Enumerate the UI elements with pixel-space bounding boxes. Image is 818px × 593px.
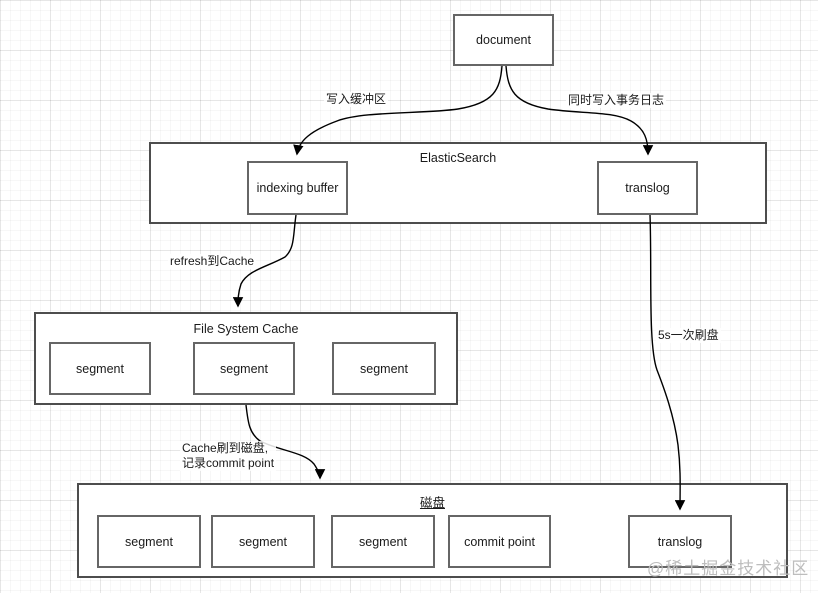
disk-title: 磁盘: [419, 496, 445, 510]
elasticsearch-title: ElasticSearch: [419, 151, 497, 165]
file-system-cache-title: File System Cache: [193, 322, 299, 336]
edge-document-to-translog: [505, 65, 654, 156]
node-commit-point: commit point: [448, 515, 551, 568]
edge-document-to-indexing-buffer: [293, 65, 503, 156]
node-translog-disk: translog: [628, 515, 732, 568]
node-cache-segment-1: segment: [49, 342, 151, 395]
node-translog-elasticsearch: translog: [597, 161, 698, 215]
edge-translog-to-disk-translog: [649, 214, 686, 511]
node-document: document: [453, 14, 554, 66]
node-cache-segment-2: segment: [193, 342, 295, 395]
edge-label-refresh-cache: refresh到Cache: [168, 254, 257, 269]
edge-label-flush-disk-line1: Cache刷到磁盘,: [182, 441, 269, 455]
node-cache-segment-3: segment: [332, 342, 436, 395]
node-indexing-buffer: indexing buffer: [247, 161, 348, 215]
edge-label-translog-flush: 5s一次刷盘: [656, 328, 721, 343]
edge-label-flush-disk: Cache刷到磁盘, 记录commit point: [180, 441, 277, 471]
watermark: @稀土掘金技术社区: [647, 559, 810, 578]
edge-label-write-buffer: 写入缓冲区: [324, 92, 389, 107]
edge-label-write-translog: 同时写入事务日志: [566, 93, 667, 108]
node-disk-segment-3: segment: [331, 515, 435, 568]
edge-label-flush-disk-line2: 记录commit point: [182, 456, 275, 470]
node-disk-segment-1: segment: [97, 515, 201, 568]
node-disk-segment-2: segment: [211, 515, 315, 568]
